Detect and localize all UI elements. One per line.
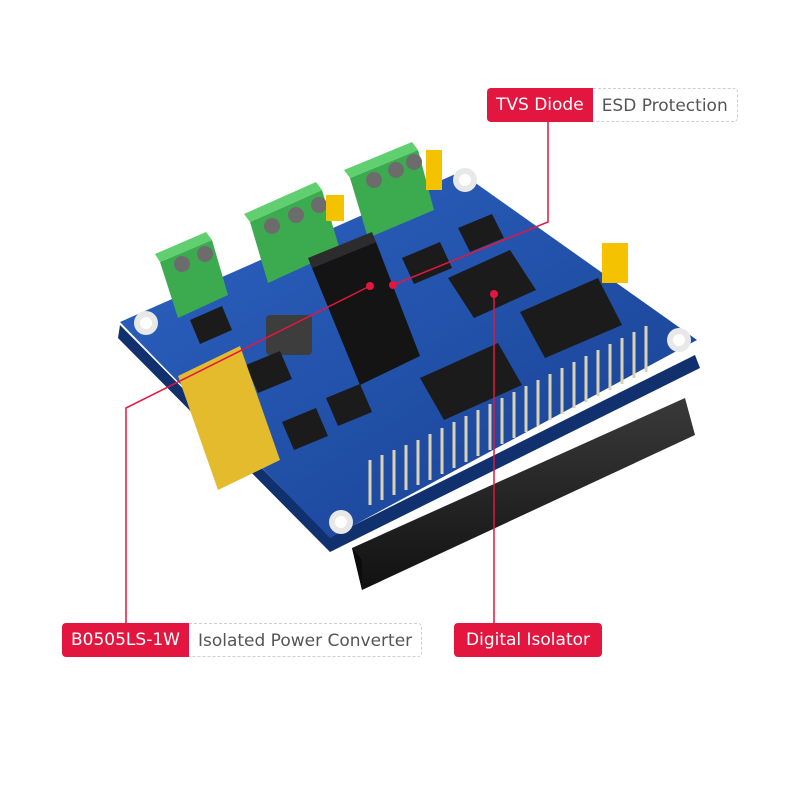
inductor [266,315,312,355]
callout-digital-isolator: Digital Isolator [454,623,603,657]
callout-converter-desc: Isolated Power Converter [188,623,423,657]
pcb-edge [118,325,700,552]
front-pin-rows [368,326,648,505]
mounting-holes [134,168,691,534]
callout-isolator-tag: Digital Isolator [454,623,603,657]
callout-dots [366,281,498,298]
callout-tvs-tag: TVS Diode [487,88,593,122]
power-converter-module [308,232,420,385]
callout-tvs-diode: TVS Diode ESD Protection [487,88,738,122]
callout-converter-tag: B0505LS-1W [62,623,189,657]
callout-power-converter: B0505LS-1W Isolated Power Converter [62,623,423,657]
jumpers [326,150,628,283]
left-pin-header [178,346,280,490]
callout-tvs-desc: ESD Protection [592,88,738,122]
ic-chips [190,214,622,450]
callout-lines [125,122,549,623]
female-gpio-header [352,398,695,590]
